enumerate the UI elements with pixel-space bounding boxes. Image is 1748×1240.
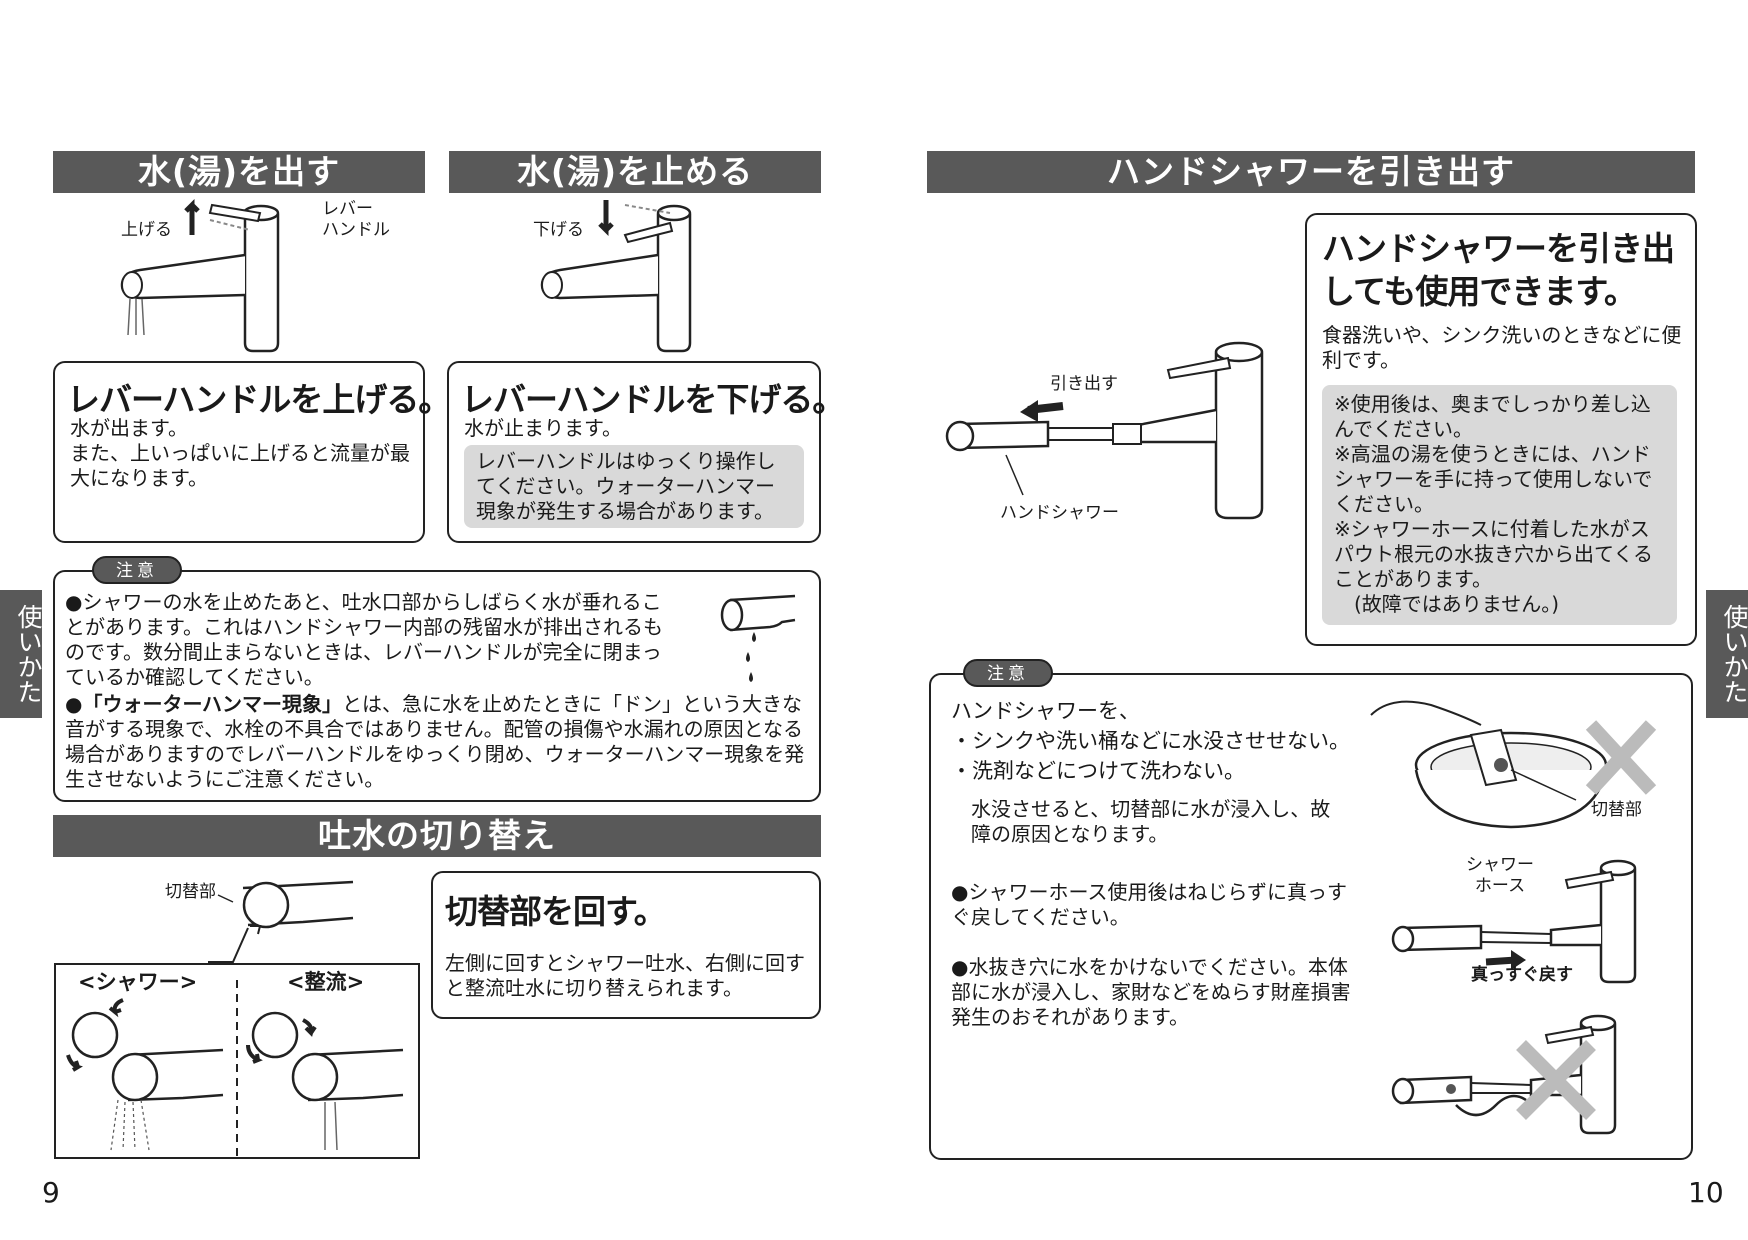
note-drain-hole: ※シャワーホースに付着した水がスパウト根元の水抜き穴から出てくることがあります。	[1334, 517, 1653, 591]
label-hand-shower: ハンドシャワー	[1000, 503, 1119, 523]
label-lower: 下げる	[533, 220, 584, 240]
page-number-left: 9	[42, 1176, 60, 1209]
notes-pull-out-info: ※使用後は、奥までしっかり差し込んでください。 ※高温の湯を使うときには、ハンド…	[1322, 385, 1677, 625]
caution-bullet-detergent: ・洗剤などにつけて洗わない。	[951, 759, 1245, 783]
bowl-submerge-illustration	[1370, 700, 1657, 829]
page-number-right: 10	[1688, 1176, 1724, 1209]
body-pull-out-info: 食器洗いや、シンク洗いのときなどに便利です。	[1322, 323, 1682, 372]
label-straight-mode: <整流>	[287, 970, 365, 994]
hose-straight-back-illustration	[1391, 859, 1637, 984]
note-lower-lever: レバーハンドルはゆっくり操作してください。ウォーターハンマー現象が発生する場合が…	[464, 445, 804, 528]
caution-label-right: 注意	[963, 659, 1053, 687]
caution-box-left: ●シャワーの水を止めたあと、吐水口部からしばらく水が垂れることがあります。これは…	[53, 570, 821, 802]
faucet-raise-illustration	[120, 198, 280, 353]
body-lower-lever: 水が止まります。	[464, 416, 622, 440]
caution-hose-straight: ●シャワーホース使用後はねじらずに真っすぐ戻してください。	[951, 880, 1348, 929]
side-tab-left: 使いかた	[0, 590, 43, 718]
title-rotate-switch: 切替部を回す。	[445, 892, 667, 931]
caution-box-right: ハンドシャワーを、 ・シンクや洗い桶などに水没させせない。 ・洗剤などにつけて洗…	[929, 673, 1693, 1160]
title-raise-lever: レバーハンドルを上げる。	[67, 380, 451, 419]
header-pull-out-shower: ハンドシャワーを引き出す	[927, 151, 1695, 193]
switch-illustration	[54, 880, 420, 1159]
box-pull-out-info: ハンドシャワーを引き出しても使用できます。 食器洗いや、シンク洗いのときなどに便…	[1305, 213, 1697, 646]
note-hot-water: ※高温の湯を使うときには、ハンドシャワーを手に持って使用しないでください。	[1334, 442, 1653, 516]
label-straight-back: 真っすぐ戻す	[1471, 965, 1573, 985]
faucet-lower-illustration	[540, 200, 692, 353]
label-lever-handle: レバー ハンドル	[322, 199, 390, 240]
caution-item-water-hammer: ●「ウォーターハンマー現象」とは、急に水を止めたときに「ドン」という大きな音がす…	[65, 692, 805, 791]
note-insert-fully: ※使用後は、奥までしっかり差し込んでください。	[1334, 392, 1651, 441]
label-switch-part-right: 切替部	[1591, 800, 1642, 820]
header-water-on: 水(湯)を出す	[53, 151, 425, 193]
box-rotate-switch: 切替部を回す。 左側に回すとシャワー吐水、右側に回すと整流吐水に切り替えられます…	[431, 871, 821, 1019]
twisted-hose-illustration	[1391, 1014, 1617, 1135]
label-pull-out: 引き出す	[1050, 374, 1118, 394]
caution-bullet-submerge: ・シンクや洗い桶などに水没させせない。	[951, 729, 1350, 753]
side-tab-right: 使いかた	[1706, 590, 1748, 718]
caution-item-dripping: ●シャワーの水を止めたあと、吐水口部からしばらく水が垂れることがあります。これは…	[65, 590, 663, 689]
label-shower-hose: シャワー ホース	[1466, 855, 1534, 896]
label-raise: 上げる	[121, 220, 172, 240]
caution-drain-hole: ●水抜き穴に水をかけないでください。本体部に水が浸入し、家財などをぬらす財産損害…	[951, 955, 1351, 1029]
note-not-failure: (故障ではありません。)	[1354, 592, 1560, 616]
header-water-off: 水(湯)を止める	[449, 151, 821, 193]
caution-submerge-reason: 水没させると、切替部に水が浸入し、故障の原因となります。	[971, 797, 1331, 846]
box-raise-lever: レバーハンドルを上げる。 水が出ます。 また、上いっぱいに上げると流量が最大にな…	[53, 361, 451, 543]
label-shower-mode: <シャワー>	[78, 970, 198, 994]
body-rotate-switch: 左側に回すとシャワー吐水、右側に回すと整流吐水に切り替えられます。	[445, 951, 805, 1000]
body-raise-lever: 水が出ます。 また、上いっぱいに上げると流量が最大になります。	[70, 416, 410, 490]
caution-label-left: 注意	[92, 556, 182, 584]
caution-intro: ハンドシャワーを、	[951, 699, 1140, 723]
header-switch: 吐水の切り替え	[53, 815, 821, 857]
pull-out-shower-illustration	[945, 341, 1264, 520]
dripping-spout-illustration	[720, 594, 796, 682]
title-pull-out-info: ハンドシャワーを引き出しても使用できます。	[1322, 229, 1675, 311]
title-lower-lever: レバーハンドルを下げる。	[461, 380, 845, 419]
label-switch-part: 切替部	[165, 882, 216, 902]
box-lower-lever: レバーハンドルを下げる。 水が止まります。 レバーハンドルはゆっくり操作してくだ…	[447, 361, 845, 543]
